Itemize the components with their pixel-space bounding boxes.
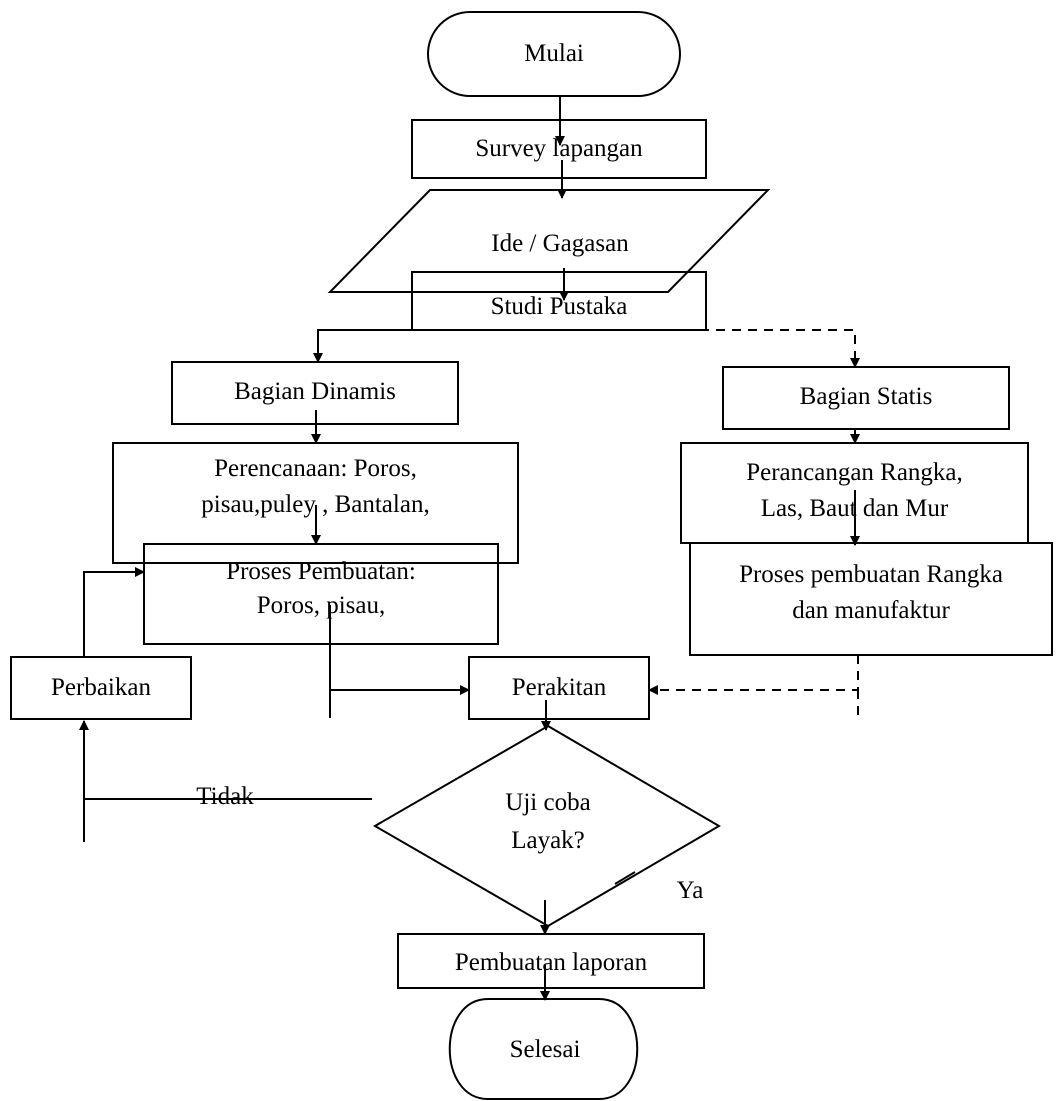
arrow-frame-assembly	[648, 655, 859, 695]
making-line-2: Poros, pisau,	[256, 592, 386, 619]
decision-line-1: Uji coba	[505, 789, 591, 816]
making-line-1: Proses Pembuatan:	[226, 558, 416, 585]
repair-box	[10, 656, 192, 720]
yes-label: Ya	[676, 877, 704, 904]
no-label: Tidak	[196, 783, 254, 810]
arrow-repair-making	[83, 567, 145, 657]
planning-line-1: Perencanaan: Poros,	[214, 455, 417, 482]
end-label: Selesai	[509, 1036, 581, 1063]
making-box	[143, 543, 499, 645]
dynamic-label: Bagian Dinamis	[234, 378, 396, 405]
frame-line-1: Proses pembuatan Rangka	[739, 561, 1003, 588]
repair-label: Perbaikan	[51, 674, 151, 701]
frame-box	[689, 542, 1053, 656]
study-label: Studi Pustaka	[490, 293, 628, 320]
planning-line-2: pisau,puley , Bantalan,	[201, 491, 430, 518]
start-label: Mulai	[524, 40, 584, 67]
idea-parallelogram	[327, 189, 771, 293]
static-label: Bagian Statis	[799, 383, 933, 410]
decision-line-2: Layak?	[511, 827, 585, 854]
report-label: Pembuatan laporan	[454, 949, 648, 976]
static-box	[722, 366, 1010, 430]
idea-label: Ide / Gagasan	[491, 230, 629, 257]
design-line-1: Perancangan Rangka,	[746, 459, 963, 486]
report-box	[397, 933, 705, 989]
arrow-study-static	[556, 329, 860, 368]
arrow-study-dynamic	[313, 329, 516, 363]
start-terminator	[427, 11, 681, 97]
survey-label: Survey lapangan	[475, 135, 643, 162]
frame-line-2: dan manufaktur	[792, 597, 950, 624]
line-decision-yes	[614, 871, 636, 885]
assembly-label: Perakitan	[511, 674, 607, 701]
end-terminator	[448, 998, 639, 1100]
design-line-2: Las, Baut dan Mur	[760, 495, 949, 522]
